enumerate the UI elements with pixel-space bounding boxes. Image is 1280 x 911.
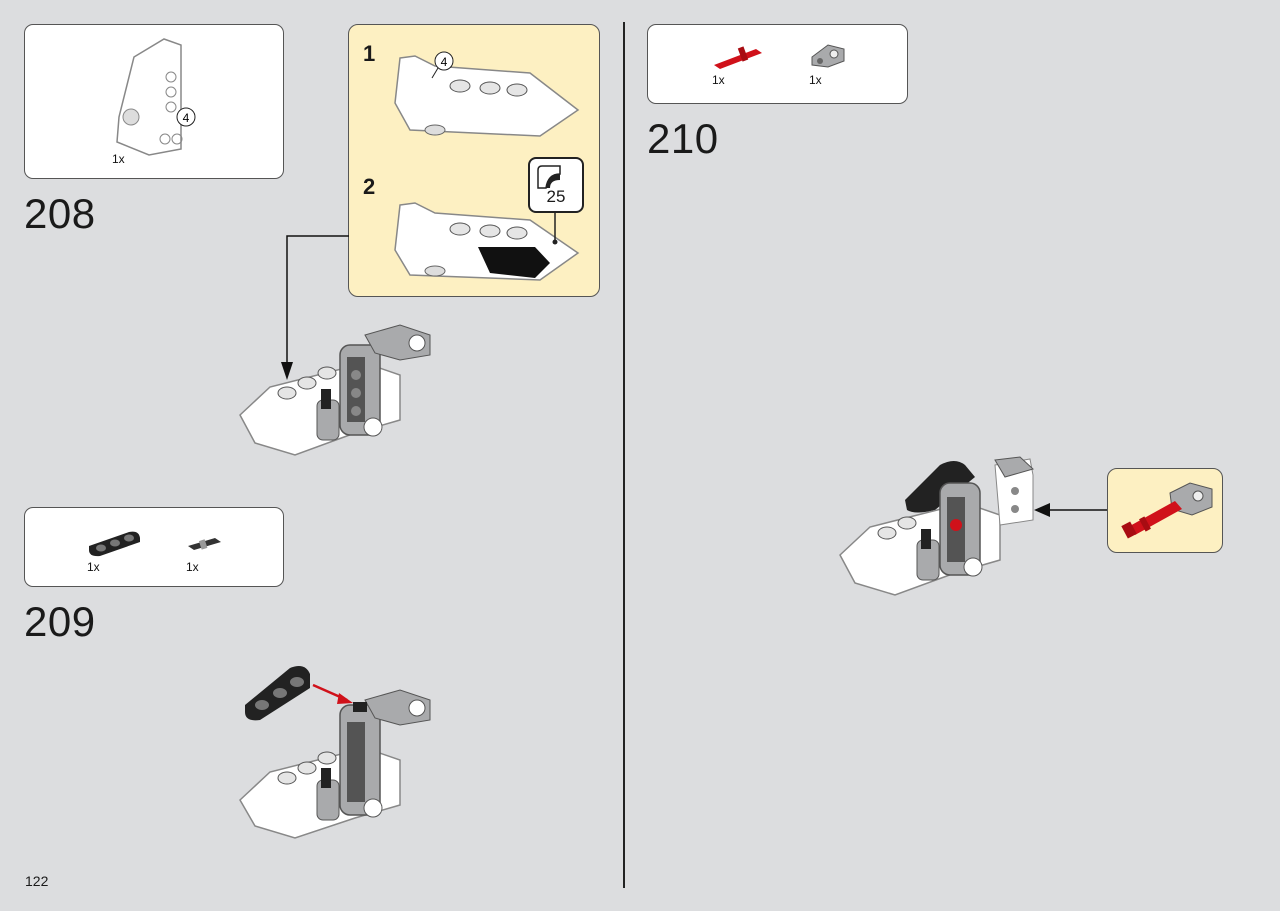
- step-209-assembly-illustration: [239, 666, 431, 839]
- column-divider: [623, 22, 625, 888]
- part-qty: 1x: [186, 560, 199, 574]
- step-number-209: 209: [24, 598, 96, 645]
- sticker-leader-line: [552, 212, 558, 245]
- part-qty: 1x: [87, 560, 100, 574]
- substep-2-number: 2: [363, 174, 376, 199]
- parts-list-210: 1x 1x: [647, 24, 908, 104]
- pin-part-icon: [188, 538, 221, 550]
- mark-label: 4: [183, 111, 190, 125]
- page-number: 122: [25, 873, 49, 889]
- part-qty: 1x: [712, 73, 725, 87]
- red-axle-with-block-icon: [1121, 482, 1213, 539]
- callout-connector-arrow: [281, 235, 349, 380]
- step-number-210: 210: [647, 115, 719, 162]
- parts-list-209: 1x 1x: [24, 507, 284, 587]
- sticker-number: 25: [546, 187, 566, 206]
- grey-block-part-icon: [811, 44, 845, 68]
- step-210-assembly-illustration: [839, 456, 1034, 596]
- black-beam-part-icon: [89, 531, 140, 557]
- parts-list-208: 4 1x: [24, 24, 284, 179]
- white-panel-substep-2-illustration: [394, 202, 580, 281]
- white-panel-substep-1-illustration: 4: [394, 51, 580, 137]
- red-axle-part-icon: [714, 46, 762, 69]
- part-callout: [1107, 468, 1223, 553]
- substep-1-number: 1: [363, 41, 376, 66]
- mark-label-small: 4: [441, 55, 448, 69]
- step-208-assembly-illustration: [239, 324, 431, 456]
- part-qty: 1x: [809, 73, 822, 87]
- white-panel-part-icon: 4: [116, 38, 196, 156]
- part-qty: 1x: [112, 152, 125, 166]
- sticker-icon: [537, 165, 561, 189]
- step-number-208: 208: [24, 190, 96, 237]
- sticker-tag: 25: [528, 157, 584, 213]
- insert-arrow: [1034, 503, 1110, 517]
